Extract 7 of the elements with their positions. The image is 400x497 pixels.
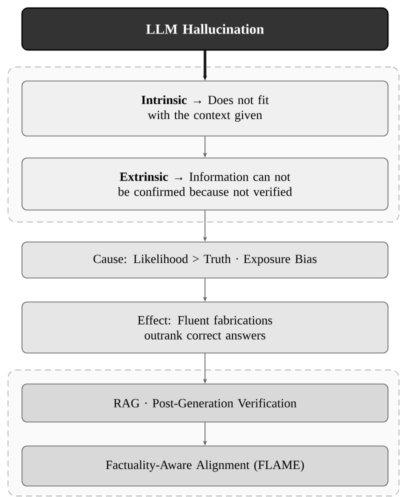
title-box: LLM Hallucination [21,7,389,51]
process-box: Extrinsic → Information can not be confirmed because not verified [22,158,388,210]
process-box: Factuality-Aware Alignment (FLAME) [22,446,388,486]
process-box: RAG · Post-Generation Verification [22,384,388,422]
process-box: Intrinsic → Does not fit with the context given [22,80,388,136]
process-box: Effect: Fluent fabrications outrank correct answers [22,302,388,354]
process-box: Cause: Likelihood > Truth · Exposure Bias [22,242,388,278]
